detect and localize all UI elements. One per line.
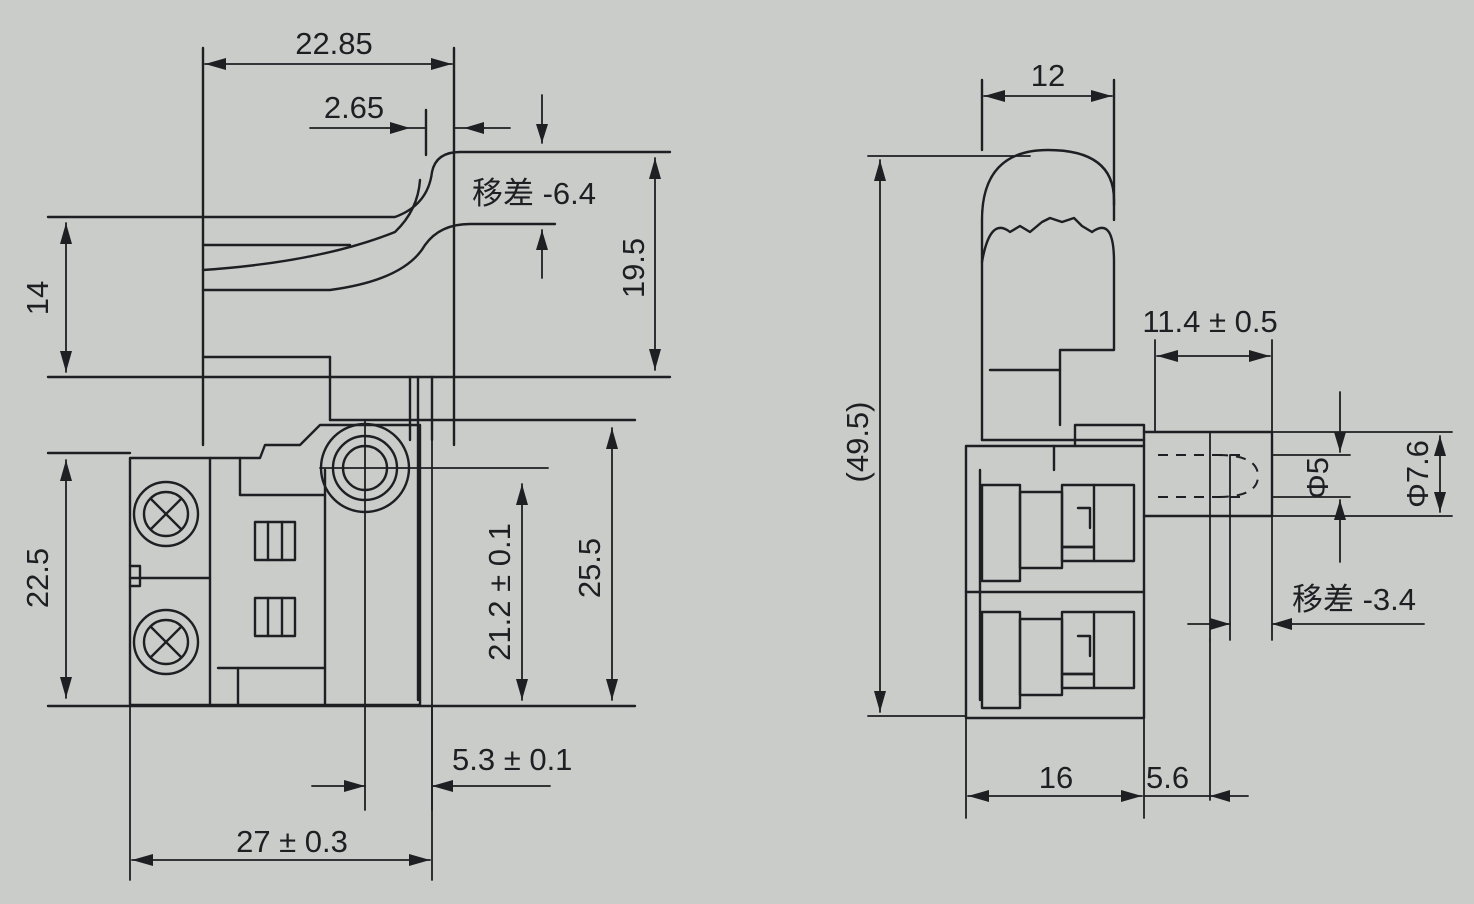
dimension-label-end-step: 5.6 [1146, 760, 1189, 795]
dimension-end-total-height: (49.5) [840, 159, 967, 717]
dimension-label-end-top-width: 12 [1031, 58, 1065, 93]
dimension-offset: 2.65 [309, 90, 511, 134]
side-view: 22.85 2.65 移差 -6.4 14 [20, 26, 672, 881]
pivot-pin [129, 419, 549, 881]
dimension-pivot-offset: 5.3 ± 0.1 [311, 742, 572, 792]
dimension-body-width: 27 ± 0.3 [131, 824, 431, 866]
dimension-end-top-width: 12 [983, 58, 1113, 102]
dimension-label-shaft-length: 11.4 ± 0.5 [1142, 304, 1277, 339]
end-view-trigger [867, 78, 1116, 442]
dimension-label-end-total-height: (49.5) [840, 402, 875, 483]
dimension-label-body-height: 22.5 [20, 548, 55, 608]
end-view: 12 (49.5) 11.4 ± 0.5 Φ5 [840, 58, 1453, 819]
terminal-screw-bottom [132, 608, 200, 676]
side-view-body [46, 423, 637, 708]
dimension-shaft-length: 11.4 ± 0.5 [1142, 304, 1278, 362]
dimension-label-shaft-outer-dia: Φ7.6 [1400, 440, 1435, 508]
dimension-label-trigger-height: 19.5 [616, 238, 651, 298]
terminal-screw-top [132, 480, 200, 548]
dimension-label-end-stroke-shift: 移差 -3.4 [1292, 582, 1416, 617]
dimension-label-top-width: 22.85 [295, 26, 373, 61]
dimension-upper-height: 14 [20, 222, 72, 373]
dimension-end-step: 5.6 [1143, 639, 1249, 802]
dimension-shaft-outer-dia: Φ7.6 [1400, 435, 1446, 513]
side-view-trigger-outline [46, 46, 672, 702]
dimension-pivot-height: 21.2 ± 0.1 [482, 483, 528, 701]
dimension-end-stroke-shift: 移差 -3.4 [1187, 582, 1425, 630]
dimension-trigger-height: 19.5 [616, 157, 661, 371]
dimension-label-stroke-shift: 移差 -6.4 [472, 176, 596, 211]
dimension-label-right-height: 25.5 [572, 538, 607, 598]
dimension-top-width: 22.85 [204, 26, 453, 70]
dimension-label-offset: 2.65 [324, 90, 384, 125]
dimension-stroke-shift: 移差 -6.4 [472, 94, 596, 279]
dimension-label-body-width: 27 ± 0.3 [236, 824, 348, 859]
dimension-right-height: 25.5 [572, 427, 618, 701]
dimension-label-shaft-inner-dia: Φ5 [1300, 457, 1335, 499]
dimension-label-pivot-offset: 5.3 ± 0.1 [452, 742, 572, 777]
end-view-shaft [1142, 339, 1453, 641]
dimension-shaft-inner-dia: Φ5 [1300, 391, 1346, 563]
dimension-body-height: 22.5 [20, 459, 72, 699]
end-view-body [964, 423, 1146, 720]
dimension-end-body-width: 16 [965, 717, 1145, 819]
dimension-label-upper-height: 14 [20, 281, 55, 315]
dimension-label-end-body-width: 16 [1039, 760, 1073, 795]
dimension-label-pivot-height: 21.2 ± 0.1 [482, 523, 517, 661]
